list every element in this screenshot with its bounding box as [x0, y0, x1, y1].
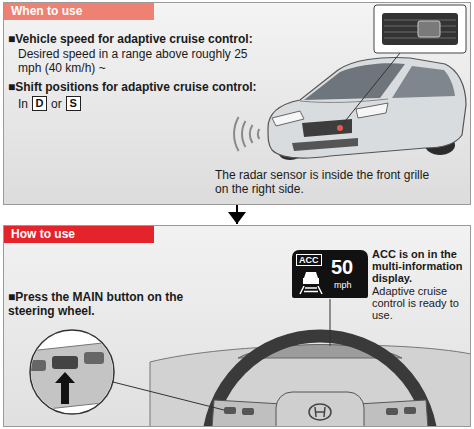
wheel-hub	[276, 392, 364, 426]
shift-position-box: D	[32, 96, 47, 111]
wheel-spoke	[358, 400, 428, 426]
radar-sensor	[337, 125, 343, 131]
wheel-rim	[208, 336, 432, 426]
wheel-button	[386, 408, 398, 415]
grille-bar	[384, 20, 456, 21]
vehicle-shape	[303, 272, 319, 284]
panel-ground	[3, 225, 471, 427]
wheel-spoke	[20, 340, 130, 412]
leader-line	[342, 53, 400, 125]
speed-unit: mph	[334, 280, 352, 291]
grille-bar	[384, 38, 456, 39]
step-instruction: ■Press the MAIN button on the steering w…	[8, 290, 186, 318]
main-button	[52, 356, 78, 369]
press-arrow	[55, 372, 75, 404]
grille-bars	[384, 20, 456, 38]
car-headlight	[356, 103, 388, 118]
vehicle-ahead-icon	[297, 268, 325, 295]
panel-ground	[3, 2, 471, 205]
shift-position-letter: S	[67, 97, 80, 110]
dashboard	[150, 345, 470, 426]
wheel-button	[28, 360, 46, 371]
display-note: Adaptive cruise control is ready to use.	[372, 285, 471, 321]
wheel-spoke	[212, 400, 282, 426]
condition-text: Desired speed in a range above roughly 2…	[18, 47, 254, 75]
car-windshield	[304, 63, 405, 100]
shift-position-box: S	[66, 96, 81, 111]
radar-wave	[250, 125, 252, 143]
section-arrow	[236, 205, 238, 224]
display-note: ACC is on in the multi-information displ…	[372, 248, 471, 284]
car-headlight	[272, 111, 304, 126]
grille-mesh	[382, 13, 458, 45]
condition-heading: ■Shift positions for adaptive cruise con…	[8, 80, 353, 94]
radar-wave	[258, 129, 259, 139]
car-side-window	[392, 66, 455, 98]
lane-lines	[300, 286, 322, 294]
radar-wave	[234, 117, 239, 151]
grille-inset	[374, 5, 466, 53]
radar-sensor-cover	[418, 21, 440, 37]
radar-wave	[242, 121, 245, 147]
button-inset	[20, 330, 224, 414]
car-body	[268, 58, 466, 159]
leader-line	[330, 299, 331, 346]
section-heading: When to use	[4, 3, 154, 20]
leader-line	[113, 382, 224, 410]
condition-text: or	[51, 97, 62, 111]
set-speed: 50	[331, 256, 353, 278]
wheel-button	[224, 407, 236, 414]
shift-position-letter: D	[33, 97, 46, 110]
steering-wheel-illustration	[150, 299, 470, 426]
wheel-button	[242, 408, 254, 415]
distance-bars	[304, 288, 318, 292]
display-badge: ACC	[296, 254, 322, 266]
wheel-button	[84, 352, 104, 364]
sensor-note: The radar sensor is inside the front gri…	[215, 168, 430, 196]
radar-waves	[234, 117, 259, 151]
brand-emblem	[309, 404, 331, 420]
car-lower-intake	[292, 138, 358, 151]
wheel-button	[404, 407, 416, 414]
section-heading: How to use	[4, 226, 154, 243]
condition-text: In	[18, 97, 28, 111]
condition-heading: ■Vehicle speed for adaptive cruise contr…	[8, 32, 353, 46]
car-illustration	[234, 5, 466, 160]
display-icon: ACC 50 mph	[292, 250, 368, 298]
brand-emblem	[315, 407, 325, 417]
car-hood-line	[300, 99, 388, 102]
